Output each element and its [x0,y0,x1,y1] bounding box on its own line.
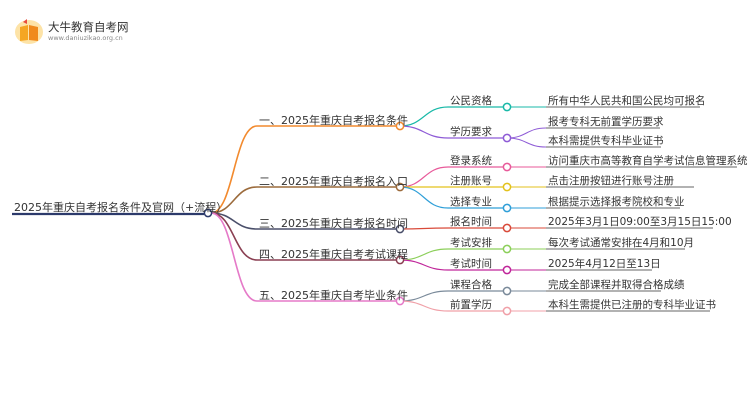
branch-5-label: 五、2025年重庆自考毕业条件 [259,289,408,302]
leaf-4-1-1: 每次考试通常安排在4月和10月 [548,237,695,249]
topic-5-1: 课程合格 [450,279,492,291]
node-dot-topic-5-2 [502,306,512,316]
node-dot-topic-3-1 [502,223,512,233]
node-dot-topic-5-1 [502,286,512,296]
node-dot-branch-2 [395,182,405,192]
node-dot-topic-2-1 [502,162,512,172]
connector-root-branch-1 [210,125,258,214]
node-dot-branch-3 [395,224,405,234]
topic-1-2: 学历要求 [450,126,492,138]
node-dot-topic-2-2 [502,182,512,192]
connector-branch-2-topic-3 [399,186,449,209]
connector-root-branch-2 [210,186,258,214]
leaf-2-3-1: 根据提示选择报考院校和专业 [548,196,685,208]
book-icon [15,19,43,44]
leaf-1-1-1: 所有中华人民共和国公民均可报名 [548,95,706,107]
topic-2-3: 选择专业 [450,196,492,208]
leaf-1-2-2: 本科需提供专科毕业证书 [548,135,664,147]
node-dot-root [203,208,213,218]
branch-1-label: 一、2025年重庆自考报名条件 [259,114,408,127]
node-dot-branch-5 [395,296,405,306]
node-dot-topic-4-2 [502,265,512,275]
connector-branch-3-topic-1 [399,227,449,230]
connector-topic-1-2-leaf-1 [506,127,547,139]
leaf-2-2-1: 点击注册按钮进行账号注册 [548,175,674,187]
topic-4-1: 考试安排 [450,237,492,249]
leaf-4-2-1: 2025年4月12日至13日 [548,258,661,270]
brand-name: 大牛教育自考网 [48,19,129,34]
leaf-5-1-1: 完成全部课程并取得合格成绩 [548,279,685,291]
node-dot-branch-4 [395,255,405,265]
topic-2-1: 登录系统 [450,155,492,167]
connector-branch-4-topic-2 [399,259,449,271]
topic-4-2: 考试时间 [450,258,492,270]
connector-branch-1-topic-2 [399,125,449,139]
node-dot-branch-1 [395,121,405,131]
root-topic: 2025年重庆自考报名条件及官网（+流程） [14,201,228,214]
branch-2-label: 二、2025年重庆自考报名入口 [259,175,408,188]
connector-topic-1-2-leaf-2 [506,137,547,148]
leaf-1-2-1: 报考专科无前置学历要求 [548,116,664,128]
branch-3-label: 三、2025年重庆自考报名时间 [259,217,408,230]
node-dot-topic-4-1 [502,244,512,254]
connector-root-branch-5 [210,212,258,302]
leaf-2-1-1: 访问重庆市高等教育自学考试信息管理系统 [548,155,748,167]
topic-1-1: 公民资格 [450,95,492,107]
node-dot-topic-1-1 [502,102,512,112]
topic-2-2: 注册账号 [450,175,492,187]
connector-root-branch-4 [210,212,258,261]
leaf-5-2-1: 本科生需提供已注册的专科毕业证书 [548,299,716,311]
node-dot-topic-2-3 [502,203,512,213]
brand-logo: 大牛教育自考网 www.daniuzikao.org.cn [14,16,129,46]
topic-5-2: 前置学历 [450,299,492,311]
connector-branch-5-topic-2 [399,300,449,312]
brand-url: www.daniuzikao.org.cn [48,33,123,42]
topic-3-1: 报名时间 [450,216,492,228]
branch-4-label: 四、2025年重庆自考考试课程 [259,248,408,261]
connector-branch-1-topic-1 [399,106,449,127]
node-dot-topic-1-2 [502,133,512,143]
leaf-3-1-1: 2025年3月1日09:00至3月15日15:00 [548,216,732,228]
